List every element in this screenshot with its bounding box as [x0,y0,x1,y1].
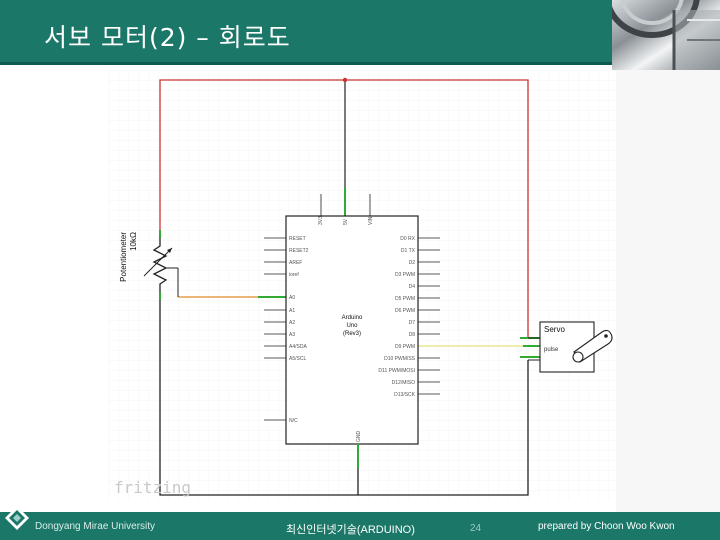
pin-d0: D0 RX [400,236,415,242]
pin-gnd: GND [356,431,362,443]
footer-course: 최신인터넷기술(ARDUINO) [286,524,415,536]
footer-university: Dongyang Mirae University [35,521,156,532]
potentiometer: Potentiometer 10kΩ [119,230,179,300]
pin-a2: A2 [289,320,295,326]
pin-a5: A5/SCL [289,356,306,362]
potentiometer-label: Potentiometer [119,232,128,282]
right-pin-lines [418,237,440,395]
pin-d9: D9 PWM [395,344,415,350]
diamond-logo-icon [4,505,30,531]
pin-d2: D2 [409,260,416,266]
pin-d10: D10 PWM/SS [384,356,416,362]
servo-horn-icon [572,329,613,363]
slide-title: 서보 모터(2) – 회로도 [44,23,291,52]
decorative-metal-image [612,0,720,70]
pin-d13: D13/SCK [394,392,416,398]
pin-d1: D1 TX [401,248,416,254]
pin-d5: D5 PWM [395,296,415,302]
potentiometer-value: 10kΩ [129,232,138,251]
5v-wire [342,77,348,216]
servo-label: Servo [544,325,565,334]
pin-a0: A0 [289,295,295,301]
pin-3v3: 3V3 [318,216,324,225]
pin-d4: D4 [409,284,416,290]
pin-nc: N/C [289,418,298,424]
pin-5v: 5V [343,218,349,225]
pin-d6: D6 PWM [395,308,415,314]
slide-footer: Dongyang Mirae University 최신인터넷기술(ARDUIN… [0,512,720,540]
slide-header: 서보 모터(2) – 회로도 [0,0,612,62]
arduino-uno: Arduino Uno (Rev3) 3V3 5V VIN [264,194,440,468]
pin-d11: D11 PWM/MOSI [378,368,415,374]
circuit-diagram: Potentiometer 10kΩ Arduino Uno (Rev3) 3V… [108,70,616,500]
pin-aref: AREF [289,260,302,266]
pin-d8: D8 [409,332,416,338]
pin-ioref: ioref [289,272,299,278]
arduino-revision: (Rev3) [343,331,361,337]
pin-d12: D12/MISO [392,380,415,386]
pin-a1: A1 [289,308,295,314]
pin-reset2: RESET2 [289,248,309,254]
header-divider [0,62,612,65]
pin-reset: RESET [289,236,306,242]
fritzing-watermark: fritzing [114,478,191,497]
pin-d3: D3 PWM [395,272,415,278]
footer-author: prepared by Choon Woo Kwon [538,521,675,532]
servo-pin-label: pulse [544,347,559,353]
pin-d7: D7 [409,320,416,326]
arduino-model: Uno [346,323,358,329]
page-number: 24 [470,523,482,534]
servo-motor: Servo pulse [528,321,613,373]
arduino-name: Arduino [342,315,363,321]
pin-a4: A4/SDA [289,344,307,350]
left-pin-lines [264,237,286,421]
pin-a3: A3 [289,332,295,338]
pin-vin: VIN [368,216,374,225]
right-sidebar-panel [616,70,720,512]
